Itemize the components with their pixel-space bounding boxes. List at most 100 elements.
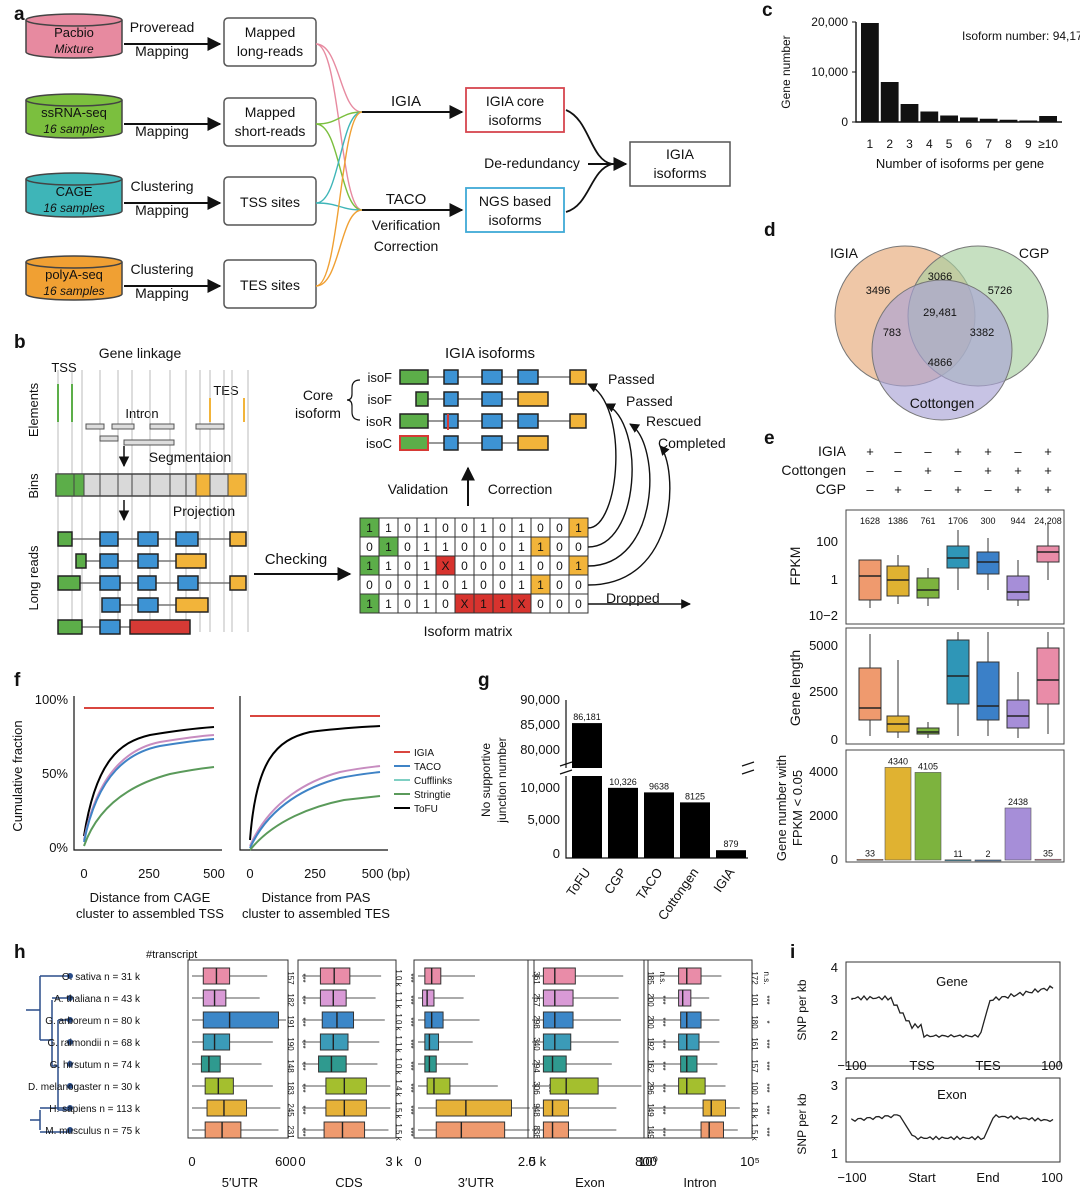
matrix-value: 1 bbox=[366, 597, 373, 611]
curve bbox=[83, 738, 215, 843]
x-axis-label: Exon bbox=[575, 1175, 605, 1190]
x-tick-label: 5 bbox=[946, 137, 953, 151]
genelen-frame bbox=[845, 627, 1065, 745]
value-label: 879 bbox=[723, 839, 738, 849]
count-label: 149 bbox=[646, 1103, 655, 1117]
sig-label: *** bbox=[298, 1105, 307, 1114]
isoform-label: isoC bbox=[366, 436, 392, 451]
gn-value-label: 2438 bbox=[1008, 797, 1028, 807]
result-label: Mapped bbox=[245, 104, 296, 120]
count-label: 24,208 bbox=[1034, 516, 1062, 526]
exon bbox=[415, 391, 429, 407]
x-axis-label: Distance from CAGE bbox=[90, 890, 211, 905]
result-box bbox=[223, 176, 317, 226]
count-label: 340 bbox=[532, 1037, 541, 1051]
x-axis-label: Number of isoforms per gene bbox=[876, 156, 1044, 171]
count-label: 148 bbox=[286, 1059, 295, 1073]
gn-bar bbox=[1034, 858, 1062, 861]
species-label: M. musculus n = 75 k bbox=[45, 1126, 141, 1137]
count-label: 300 bbox=[980, 516, 995, 526]
y-axis-label: No supportive bbox=[479, 743, 493, 817]
count-label: 157 bbox=[286, 971, 295, 985]
exon-snp-curve bbox=[851, 1114, 1054, 1141]
ngs-label: NGS based bbox=[479, 193, 551, 209]
box bbox=[325, 1077, 367, 1095]
sig-label: *** bbox=[544, 1083, 553, 1092]
exon bbox=[443, 369, 459, 385]
gn-bar bbox=[884, 767, 912, 861]
legend-entry: Stringtie bbox=[414, 790, 451, 801]
count-label: 944 bbox=[1010, 516, 1025, 526]
panel-letter-a: a bbox=[14, 4, 25, 25]
row-label: IGIA bbox=[818, 443, 847, 459]
step-label: Clustering bbox=[130, 178, 193, 194]
matrix-value: 0 bbox=[385, 578, 392, 592]
box bbox=[204, 1077, 234, 1095]
bar-1 bbox=[861, 23, 879, 122]
verification-label: Verification bbox=[372, 217, 440, 233]
count-label: 296 bbox=[646, 1081, 655, 1095]
count-label: 1.4 k bbox=[394, 1079, 403, 1097]
box bbox=[1036, 647, 1060, 705]
y-tick-label: 100% bbox=[35, 692, 69, 707]
connector-line bbox=[315, 202, 363, 211]
box bbox=[680, 1055, 698, 1073]
y-tick-label: 0 bbox=[831, 732, 838, 747]
outcome-arrow bbox=[587, 445, 671, 586]
source-sub: 16 samples bbox=[43, 201, 104, 215]
count-label: 183 bbox=[286, 1081, 295, 1095]
dered-label: De-redundancy bbox=[484, 155, 580, 171]
y-tick-label: 10,000 bbox=[520, 780, 560, 795]
x-tick-label: 0 bbox=[414, 1154, 421, 1169]
sig-label: *** bbox=[658, 1039, 667, 1048]
igia-isoforms-label: IGIA isoforms bbox=[445, 345, 535, 362]
panel-letter-c: c bbox=[762, 0, 773, 21]
correction-label: Correction bbox=[374, 238, 439, 254]
isoform-label: isoR bbox=[366, 414, 392, 429]
y-tick-label: 1 bbox=[831, 572, 838, 587]
box bbox=[549, 1077, 599, 1095]
sig-label: n.s. bbox=[762, 972, 771, 985]
ngs-label: isoforms bbox=[489, 212, 542, 228]
sign: + bbox=[1044, 463, 1052, 478]
cylinder-body bbox=[25, 20, 123, 59]
venn-value: 5726 bbox=[988, 285, 1012, 297]
sig-label: *** bbox=[762, 1039, 771, 1048]
bar-8 bbox=[999, 119, 1018, 122]
sig-label: *** bbox=[658, 1127, 667, 1136]
venn-value: 3066 bbox=[928, 271, 952, 283]
matrix-value: 1 bbox=[423, 559, 430, 573]
box bbox=[424, 1033, 440, 1051]
matrix-value: 1 bbox=[385, 540, 392, 554]
sig-label: *** bbox=[406, 1061, 415, 1070]
x-tick-label: 250 bbox=[304, 866, 326, 881]
box bbox=[700, 1121, 724, 1139]
venn-label: IGIA bbox=[830, 245, 859, 261]
sig-label: *** bbox=[298, 1061, 307, 1070]
box bbox=[1036, 545, 1060, 563]
matrix-value: 1 bbox=[385, 559, 392, 573]
matrix-value: 1 bbox=[537, 540, 544, 554]
y-axis-label: SNP per kb bbox=[795, 1093, 809, 1154]
x-tick-label: 0 bbox=[528, 1154, 535, 1169]
legend-entry: ToFU bbox=[414, 804, 438, 815]
exon bbox=[399, 413, 429, 429]
exon bbox=[99, 553, 119, 569]
completed-label: Completed bbox=[658, 435, 726, 451]
gene-linkage-label: Gene linkage bbox=[99, 345, 182, 361]
matrix-value: 1 bbox=[385, 521, 392, 535]
gene-snp-curve bbox=[851, 985, 1054, 1039]
core-label: isoform bbox=[295, 405, 341, 421]
bin bbox=[73, 473, 85, 497]
result-label: Mapped bbox=[245, 24, 296, 40]
sign: + bbox=[894, 482, 902, 497]
sign: + bbox=[1014, 482, 1022, 497]
x-tick-label: 1 bbox=[867, 137, 874, 151]
species-label: H. sapiens n = 113 k bbox=[49, 1104, 141, 1115]
row-label: Cottongen bbox=[781, 462, 846, 478]
box bbox=[325, 1099, 367, 1117]
tes-label: TES bbox=[213, 383, 239, 398]
count-label: 200 bbox=[646, 1015, 655, 1029]
exon-frame bbox=[845, 1077, 1061, 1163]
